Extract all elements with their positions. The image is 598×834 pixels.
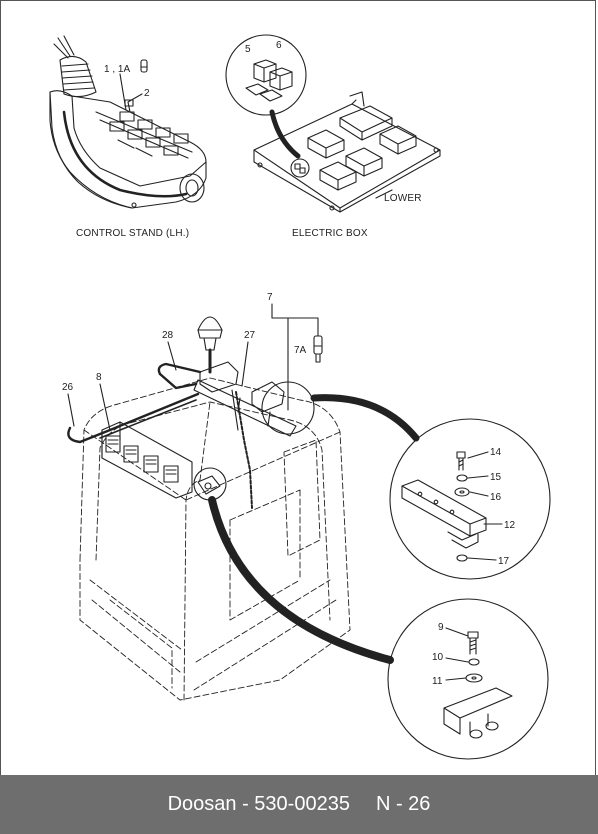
footer-part-number: 530-00235 (254, 793, 350, 815)
control-stand-drawing (49, 35, 207, 209)
electric-box-caption: ELECTRIC BOX (292, 228, 368, 239)
footer-brand: Doosan (167, 793, 237, 815)
lower-caption: LOWER (384, 193, 422, 204)
control-stand-caption: CONTROL STAND (LH.) (76, 228, 189, 239)
electric-box-drawing (225, 34, 441, 213)
callout-6: 6 (276, 40, 282, 51)
callout-26: 26 (62, 382, 74, 393)
roof-harness (67, 303, 323, 509)
callout-9: 9 (438, 622, 444, 633)
callout-1-1a: 1 , 1A (104, 64, 130, 75)
callout-27: 27 (244, 330, 256, 341)
footer-bar: Doosan - 530-00235 N - 26 (0, 775, 598, 834)
detail-bracket-upper (389, 418, 551, 580)
callout-28: 28 (162, 330, 174, 341)
labels: CONTROL STAND (LH.) ELECTRIC BOX LOWER 1… (62, 40, 516, 687)
detail-leader-lower (208, 496, 394, 664)
callout-5: 5 (245, 44, 251, 55)
callout-16: 16 (490, 492, 502, 503)
callout-15: 15 (490, 472, 502, 483)
callout-14: 14 (490, 447, 502, 458)
callout-11: 11 (432, 676, 443, 687)
footer-page-number: N - 26 (375, 793, 431, 815)
detail-leader-upper (310, 394, 420, 442)
callout-2: 2 (144, 88, 150, 99)
callout-8: 8 (96, 372, 102, 383)
detail-bracket-lower (387, 598, 549, 760)
callout-12: 12 (504, 520, 516, 531)
callout-7: 7 (267, 292, 273, 303)
callout-10: 10 (432, 652, 444, 663)
callout-7a: 7A (294, 345, 307, 356)
footer-separator: - (242, 793, 249, 815)
parts-diagram: CONTROL STAND (LH.) ELECTRIC BOX LOWER 1… (49, 34, 551, 760)
callout-17: 17 (498, 556, 510, 567)
